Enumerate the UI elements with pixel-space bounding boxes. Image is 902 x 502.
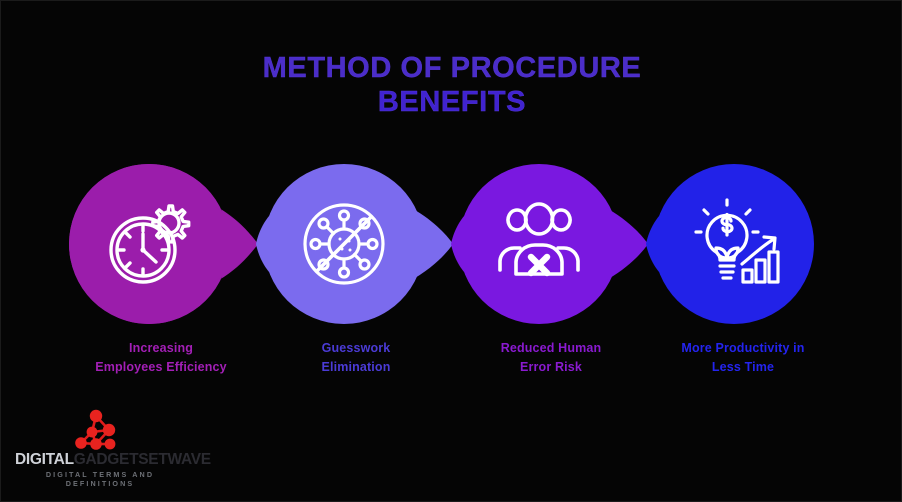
benefit-node-1[interactable] (61, 164, 261, 324)
benefit-label-4-line2: Less Time (711, 360, 775, 374)
benefit-label-3-line1: Reduced Human (500, 341, 602, 355)
benefit-label-4: More Productivity in Less Time (638, 339, 848, 377)
benefit-captions: Increasing Employees Efficiency Guesswor… (1, 339, 901, 399)
benefit-label-1-line2: Employees Efficiency (95, 360, 227, 374)
benefits-flow-row (1, 164, 901, 324)
molecule-network-icon (65, 407, 127, 453)
people-error-icon (487, 192, 591, 296)
page-title: METHOD OF PROCEDURE BENEFITS (1, 51, 901, 119)
logo-subtitle: DIGITAL TERMS AND DEFINITIONS (15, 470, 185, 488)
benefit-shape-1 (61, 164, 261, 324)
benefit-label-1: Increasing Employees Efficiency (56, 339, 266, 377)
benefit-label-4-line1: More Productivity in (681, 341, 805, 355)
benefit-label-3: Reduced Human Error Risk (446, 339, 656, 377)
benefit-label-2-line1: Guesswork (321, 341, 391, 355)
benefit-shape-4 (646, 164, 846, 324)
logo-word-dim: GADGETSETWAVE (73, 451, 211, 468)
benefit-node-2[interactable] (256, 164, 456, 324)
benefit-label-3-line2: Error Risk (520, 360, 582, 374)
title-line-1: METHOD OF PROCEDURE (262, 52, 642, 84)
benefit-label-1-line1: Increasing (128, 341, 194, 355)
benefit-node-4[interactable] (646, 164, 846, 324)
brand-logo: DIGITALGADGETSETWAVE DIGITAL TERMS AND D… (15, 407, 211, 489)
virus-blocked-icon (292, 192, 396, 296)
benefit-node-3[interactable] (451, 164, 651, 324)
logo-word-bright: DIGITAL (15, 451, 74, 468)
logo-subtitle-line2: DEFINITIONS (65, 479, 135, 488)
stopwatch-gear-icon (97, 192, 201, 296)
title-line-2: BENEFITS (377, 86, 527, 118)
lightbulb-growth-icon (682, 192, 786, 296)
benefit-label-2-line2: Elimination (321, 360, 391, 374)
logo-wordmark: DIGITALGADGETSETWAVE (15, 451, 211, 469)
benefit-label-2: Guesswork Elimination (251, 339, 461, 377)
logo-subtitle-line1: DIGITAL TERMS AND (45, 470, 155, 479)
